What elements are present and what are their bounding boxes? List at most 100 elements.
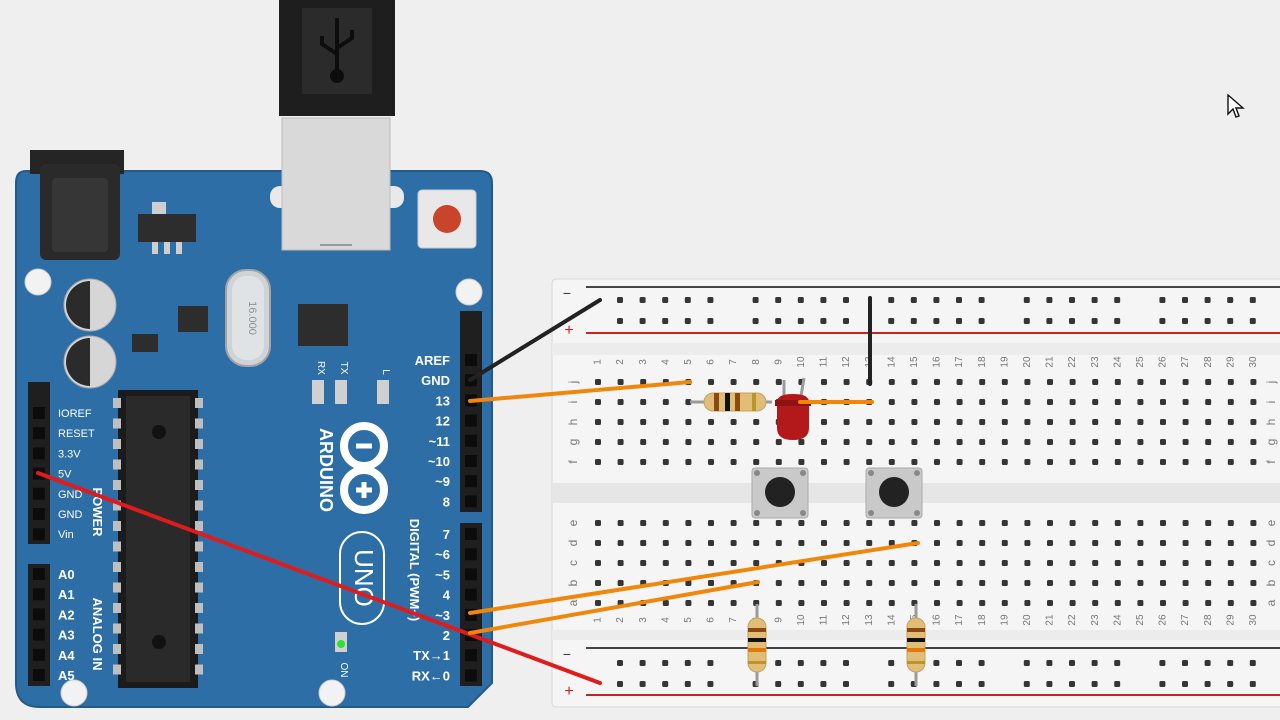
breadboard-hole[interactable] [1001,600,1008,606]
breadboard-hole[interactable] [685,520,692,526]
breadboard-hole[interactable] [843,540,850,546]
breadboard-hole[interactable] [821,419,827,425]
breadboard-rail-hole[interactable] [639,681,646,687]
breadboard-hole[interactable] [1160,560,1166,566]
breadboard-hole[interactable] [1137,520,1144,526]
breadboard-rail-hole[interactable] [1227,660,1234,666]
breadboard-hole[interactable] [1047,439,1053,445]
breadboard-rail-hole[interactable] [617,318,623,324]
breadboard-hole[interactable] [888,560,895,566]
breadboard-hole[interactable] [866,580,873,586]
breadboard-hole[interactable] [1114,439,1121,445]
breadboard-hole[interactable] [1160,439,1166,445]
breadboard-hole[interactable] [1114,520,1121,526]
breadboard-rail-hole[interactable] [1069,297,1075,303]
breadboard-hole[interactable] [979,580,986,586]
breadboard-hole[interactable] [1137,600,1144,606]
breadboard-hole[interactable] [1001,419,1008,425]
breadboard-rail-hole[interactable] [797,660,804,666]
breadboard-hole[interactable] [685,560,692,566]
breadboard-hole[interactable] [1205,580,1212,586]
breadboard-hole[interactable] [1092,379,1099,385]
power-pin-socket[interactable] [33,528,45,541]
breadboard-hole[interactable] [640,419,647,425]
breadboard-hole[interactable] [753,560,760,566]
breadboard-hole[interactable] [730,540,737,546]
breadboard-hole[interactable] [979,600,986,606]
breadboard-hole[interactable] [753,459,760,465]
breadboard-hole[interactable] [1114,379,1121,385]
breadboard-rail-hole[interactable] [707,660,714,666]
breadboard-hole[interactable] [1001,439,1008,445]
breadboard-hole[interactable] [934,520,940,526]
breadboard-rail-hole[interactable] [1091,660,1098,666]
breadboard-hole[interactable] [708,580,714,586]
breadboard-rail-hole[interactable] [888,297,895,303]
breadboard-hole[interactable] [1205,419,1212,425]
breadboard-hole[interactable] [617,439,624,445]
breadboard-hole[interactable] [979,459,986,465]
breadboard-hole[interactable] [1250,379,1257,385]
breadboard-hole[interactable] [1182,399,1189,405]
breadboard-hole[interactable] [1024,600,1031,606]
breadboard-rail-hole[interactable] [978,660,985,666]
breadboard-hole[interactable] [1092,540,1099,546]
breadboard-hole[interactable] [595,560,601,566]
breadboard-hole[interactable] [1227,399,1234,405]
breadboard-hole[interactable] [866,459,873,465]
breadboard-rail-hole[interactable] [1249,681,1256,687]
breadboard-hole[interactable] [1250,540,1257,546]
breadboard-hole[interactable] [1092,580,1099,586]
breadboard-hole[interactable] [888,520,895,526]
digital-pin-socket[interactable] [465,669,477,682]
breadboard-hole[interactable] [934,379,940,385]
digital-pin-socket[interactable] [465,588,477,601]
breadboard-rail-hole[interactable] [707,318,714,324]
breadboard-hole[interactable] [1160,399,1166,405]
breadboard-hole[interactable] [956,520,963,526]
breadboard-hole[interactable] [821,439,827,445]
breadboard-hole[interactable] [843,580,850,586]
breadboard-rail-hole[interactable] [1023,660,1030,666]
breadboard-rail-hole[interactable] [684,660,691,666]
breadboard-rail-hole[interactable] [707,681,714,687]
breadboard-hole[interactable] [753,379,760,385]
breadboard-hole[interactable] [708,540,714,546]
breadboard-hole[interactable] [595,459,601,465]
breadboard-hole[interactable] [1250,580,1257,586]
breadboard-hole[interactable] [888,580,895,586]
breadboard-rail-hole[interactable] [888,318,895,324]
breadboard-hole[interactable] [617,399,624,405]
breadboard-rail-hole[interactable] [820,660,827,666]
breadboard-hole[interactable] [1024,399,1031,405]
breadboard-hole[interactable] [934,419,940,425]
breadboard-rail-hole[interactable] [1091,318,1098,324]
breadboard-hole[interactable] [1227,560,1234,566]
breadboard-rail-hole[interactable] [617,660,623,666]
breadboard-rail-hole[interactable] [1182,660,1188,666]
breadboard-hole[interactable] [730,600,737,606]
breadboard-hole[interactable] [979,520,986,526]
breadboard-hole[interactable] [595,439,601,445]
breadboard-rail-hole[interactable] [1046,318,1053,324]
breadboard-rail-hole[interactable] [1114,318,1121,324]
breadboard-hole[interactable] [1182,540,1189,546]
breadboard-hole[interactable] [1160,379,1166,385]
breadboard-rail-hole[interactable] [1227,681,1234,687]
breadboard-hole[interactable] [956,580,963,586]
breadboard-rail-hole[interactable] [888,660,895,666]
breadboard-hole[interactable] [1227,459,1234,465]
breadboard-hole[interactable] [708,459,714,465]
breadboard-hole[interactable] [934,560,940,566]
breadboard-rail-hole[interactable] [775,681,782,687]
breadboard-hole[interactable] [956,419,963,425]
breadboard-hole[interactable] [1069,580,1076,586]
breadboard-hole[interactable] [1137,439,1144,445]
breadboard-hole[interactable] [1024,419,1031,425]
breadboard-hole[interactable] [730,459,737,465]
breadboard-hole[interactable] [911,459,918,465]
breadboard-rail-hole[interactable] [1249,318,1256,324]
breadboard-hole[interactable] [1205,439,1212,445]
breadboard-rail-hole[interactable] [1114,681,1121,687]
breadboard-hole[interactable] [708,439,714,445]
